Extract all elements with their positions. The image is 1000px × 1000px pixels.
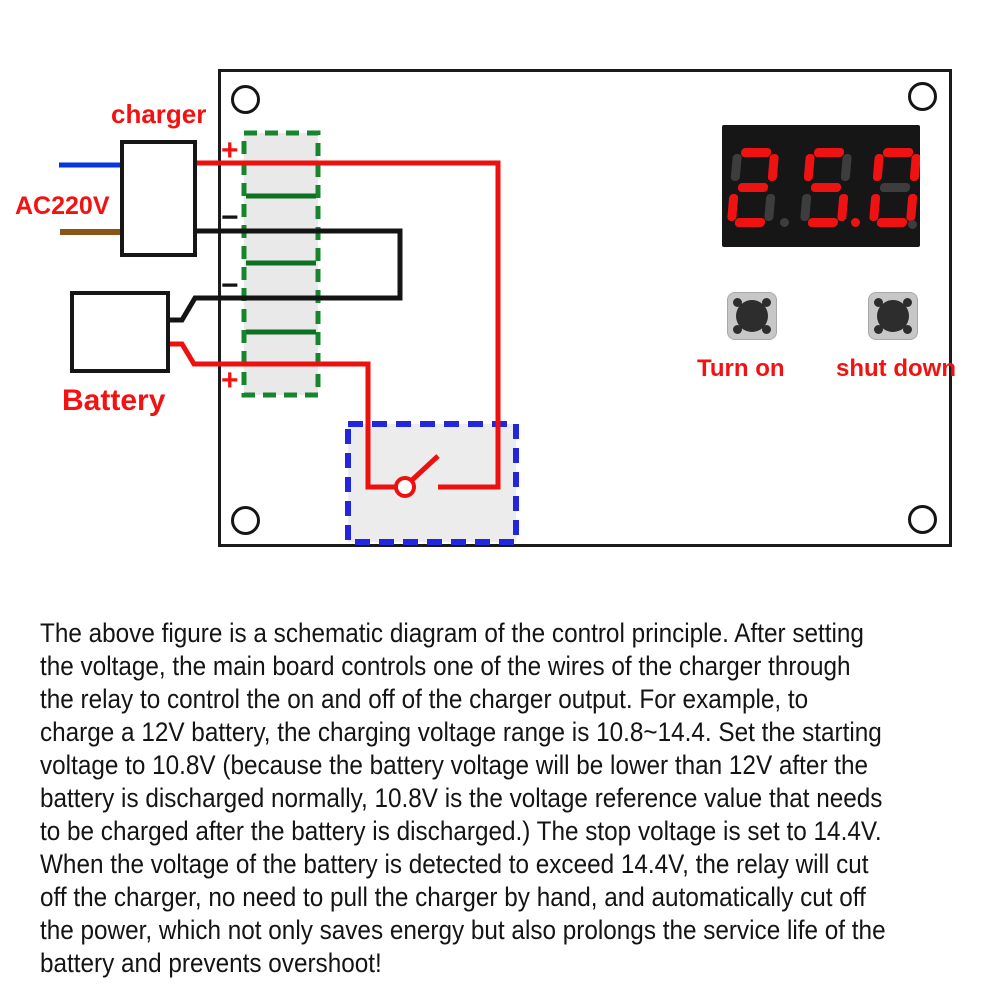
button-corner-pin <box>733 325 742 334</box>
button-corner-pin <box>903 325 912 334</box>
button-plunger <box>736 300 768 332</box>
display-decimal-point <box>908 220 917 229</box>
segment-d <box>876 218 908 227</box>
schematic-figure: charger AC220V Battery + − − + <box>15 69 956 547</box>
description-line: the power, which not only saves energy b… <box>40 915 886 945</box>
segment-g <box>737 183 769 192</box>
display-digit <box>800 148 853 227</box>
shut-down-button <box>868 292 918 340</box>
seven-segment-display <box>722 125 920 247</box>
turn-on-button <box>727 292 777 340</box>
segment-d <box>807 218 839 227</box>
plus-sign-bottom: + <box>221 364 239 397</box>
segment-c <box>764 194 776 221</box>
description-line: the relay to control the on and off of t… <box>40 684 809 714</box>
description-line: to be charged after the battery is disch… <box>40 816 882 846</box>
mounting-hole-bottom-right <box>908 505 937 534</box>
segment-e <box>869 194 881 221</box>
display-digit <box>727 148 780 227</box>
turn-on-label: Turn on <box>697 355 785 382</box>
button-plunger <box>877 300 909 332</box>
battery-box <box>70 291 170 373</box>
button-corner-pin <box>903 298 912 307</box>
description-paragraph: The above figure is a schematic diagram … <box>40 617 980 980</box>
segment-f <box>803 154 815 181</box>
segment-c <box>837 194 849 221</box>
button-corner-pin <box>874 298 883 307</box>
segment-f <box>730 154 742 181</box>
mounting-hole-top-left <box>231 85 260 114</box>
display-decimal-point <box>780 218 789 227</box>
minus-sign-lower: − <box>221 269 239 302</box>
button-corner-pin <box>762 325 771 334</box>
charger-label: charger <box>111 99 207 129</box>
display-decimal-point <box>851 218 860 227</box>
button-corner-pin <box>733 298 742 307</box>
plus-sign-top: + <box>221 134 239 167</box>
description-line: the voltage, the main board controls one… <box>40 651 851 681</box>
mounting-hole-top-right <box>908 82 937 111</box>
segment-a <box>882 148 914 157</box>
segment-f <box>872 154 884 181</box>
segment-a <box>813 148 845 157</box>
segment-c <box>906 194 918 221</box>
mounting-hole-bottom-left <box>231 506 260 535</box>
display-digit <box>869 148 920 227</box>
button-corner-pin <box>874 325 883 334</box>
description-line: battery is discharged normally, 10.8V is… <box>40 783 883 813</box>
charger-box <box>120 140 197 257</box>
segment-e <box>800 194 812 221</box>
description-line: The above figure is a schematic diagram … <box>40 618 864 648</box>
description-line: charge a 12V battery, the charging volta… <box>40 717 882 747</box>
shut-down-label: shut down <box>836 355 956 382</box>
segment-a <box>740 148 772 157</box>
segment-b <box>909 154 920 181</box>
segment-g <box>879 183 911 192</box>
segment-d <box>734 218 766 227</box>
segment-g <box>810 183 842 192</box>
ac220v-label: AC220V <box>15 192 110 220</box>
button-corner-pin <box>762 298 771 307</box>
description-line: off the charger, no need to pull the cha… <box>40 882 866 912</box>
segment-e <box>727 194 739 221</box>
segment-b <box>767 154 779 181</box>
minus-sign-upper: − <box>221 201 239 234</box>
segment-b <box>840 154 852 181</box>
description-line: voltage to 10.8V (because the battery vo… <box>40 750 869 780</box>
battery-label: Battery <box>62 384 166 417</box>
description-line: battery and prevents overshoot! <box>40 948 382 978</box>
description-line: When the voltage of the battery is detec… <box>40 849 869 879</box>
